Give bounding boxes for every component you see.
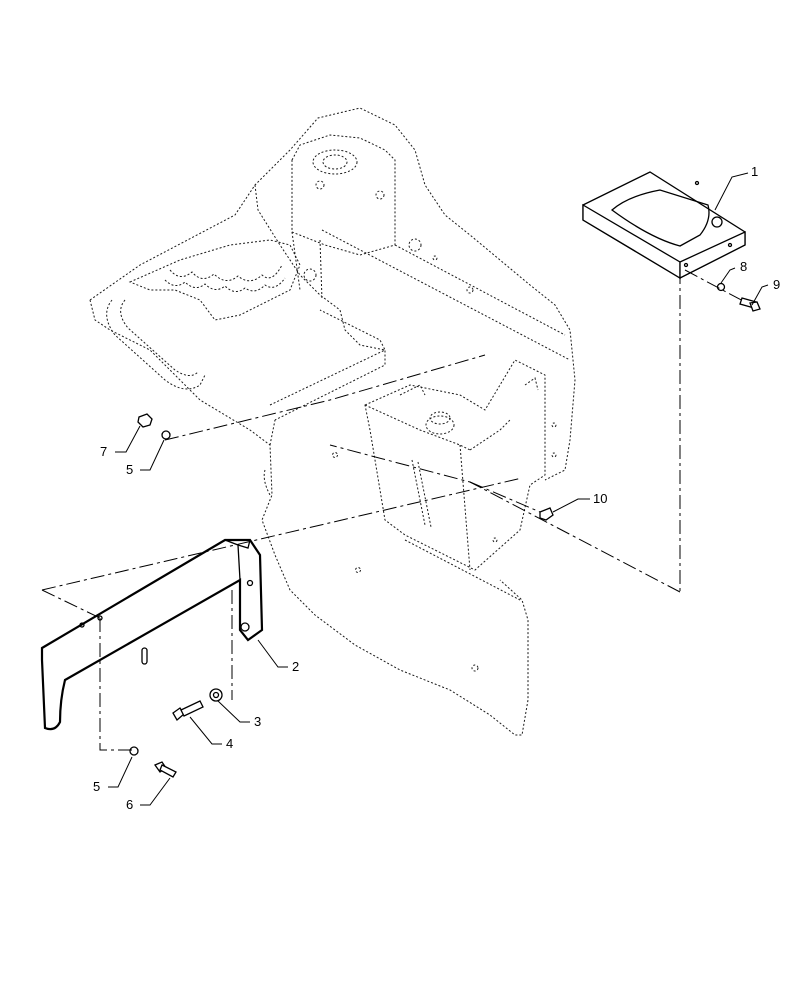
part-bracket <box>40 538 264 731</box>
callout-7: 7 <box>100 444 107 459</box>
callout-6: 6 <box>126 797 133 812</box>
callout-10: 10 <box>593 491 607 506</box>
washer-3 <box>209 688 223 702</box>
bolt-9 <box>739 297 761 312</box>
callout-9: 9 <box>773 277 780 292</box>
reservoir-tank <box>364 359 546 601</box>
chassis-outline <box>89 107 576 736</box>
callout-8: 8 <box>740 259 747 274</box>
callout-5-lower: 5 <box>93 779 100 794</box>
clip-10 <box>539 507 554 521</box>
callout-1: 1 <box>751 164 758 179</box>
bolt-6 <box>154 761 177 778</box>
centerlines <box>41 269 746 751</box>
nut-7 <box>137 413 153 428</box>
bolt-4 <box>172 700 204 722</box>
callout-labels: 1 2 3 4 5 5 6 7 8 9 10 <box>93 164 780 812</box>
callout-3: 3 <box>254 714 261 729</box>
part-cover <box>582 171 746 280</box>
washer-5-upper <box>161 430 171 440</box>
callout-4: 4 <box>226 736 233 751</box>
washer-5-lower <box>129 746 139 756</box>
leader-lines <box>108 172 769 806</box>
callout-5-upper: 5 <box>126 462 133 477</box>
callout-2: 2 <box>292 659 299 674</box>
fasteners <box>129 282 761 778</box>
washer-8 <box>716 282 726 292</box>
